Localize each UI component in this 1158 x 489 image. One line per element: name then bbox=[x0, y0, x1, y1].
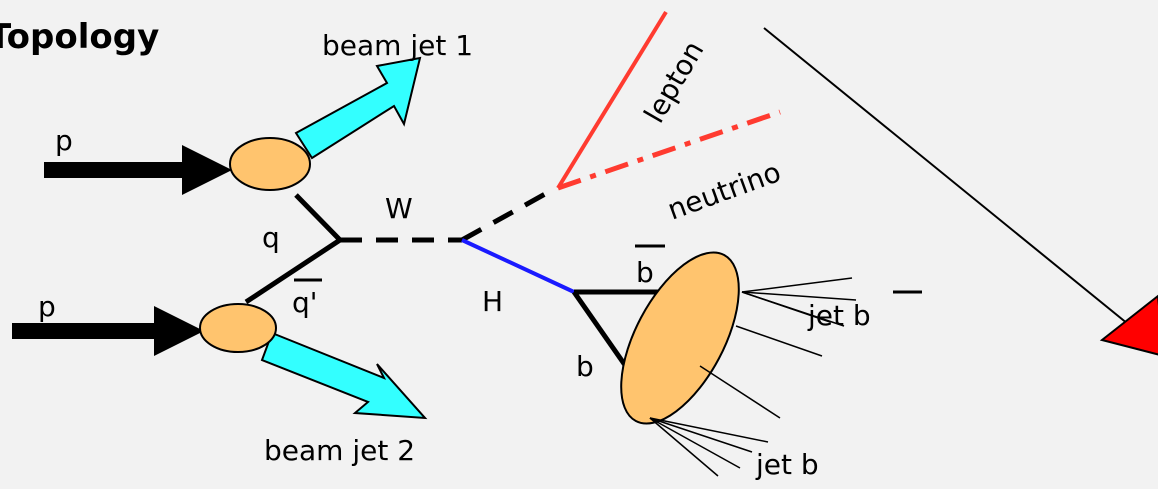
proton-label-bottom: p bbox=[38, 290, 56, 323]
jet-b-label: jet b bbox=[755, 448, 819, 481]
lepton-line bbox=[556, 10, 668, 190]
b-quark-label: b bbox=[576, 350, 594, 383]
higgs-label: H bbox=[482, 285, 503, 318]
beam-jet-1-arrow bbox=[294, 56, 422, 160]
beam-jet-2-label: beam jet 2 bbox=[264, 434, 415, 467]
anti-b-quark-label: b bbox=[636, 256, 654, 289]
jet-b-bar-lines bbox=[735, 277, 857, 357]
beam-jet-2-arrow bbox=[260, 331, 428, 420]
w-boson-label: W bbox=[385, 192, 413, 225]
proton-blob-top bbox=[229, 137, 311, 191]
higgs-line bbox=[461, 238, 575, 294]
diagram-title: Topology bbox=[0, 17, 159, 57]
lepton-label: lepton bbox=[637, 35, 710, 128]
proton-blob-bottom bbox=[199, 303, 277, 353]
antiquark-line bbox=[244, 237, 342, 305]
proton-label-top: p bbox=[55, 124, 73, 157]
w-decay-line bbox=[460, 185, 558, 243]
quark-label: q bbox=[262, 221, 280, 254]
neutrino-label: neutrino bbox=[663, 155, 785, 226]
jet-b-lines bbox=[649, 365, 781, 477]
quark-line bbox=[294, 193, 342, 242]
pointer-arrow-line bbox=[763, 27, 1129, 325]
antiquark-label: q' bbox=[292, 286, 317, 319]
neutrino-line bbox=[557, 109, 781, 191]
proton-arrow-top bbox=[44, 145, 232, 195]
beam-jet-1-label: beam jet 1 bbox=[322, 29, 473, 62]
hadronization-blob bbox=[620, 251, 740, 425]
pointer-arrow-head bbox=[1099, 294, 1158, 356]
jet-b-bar-label: jet b bbox=[807, 299, 871, 332]
proton-arrow-bottom bbox=[12, 306, 204, 356]
